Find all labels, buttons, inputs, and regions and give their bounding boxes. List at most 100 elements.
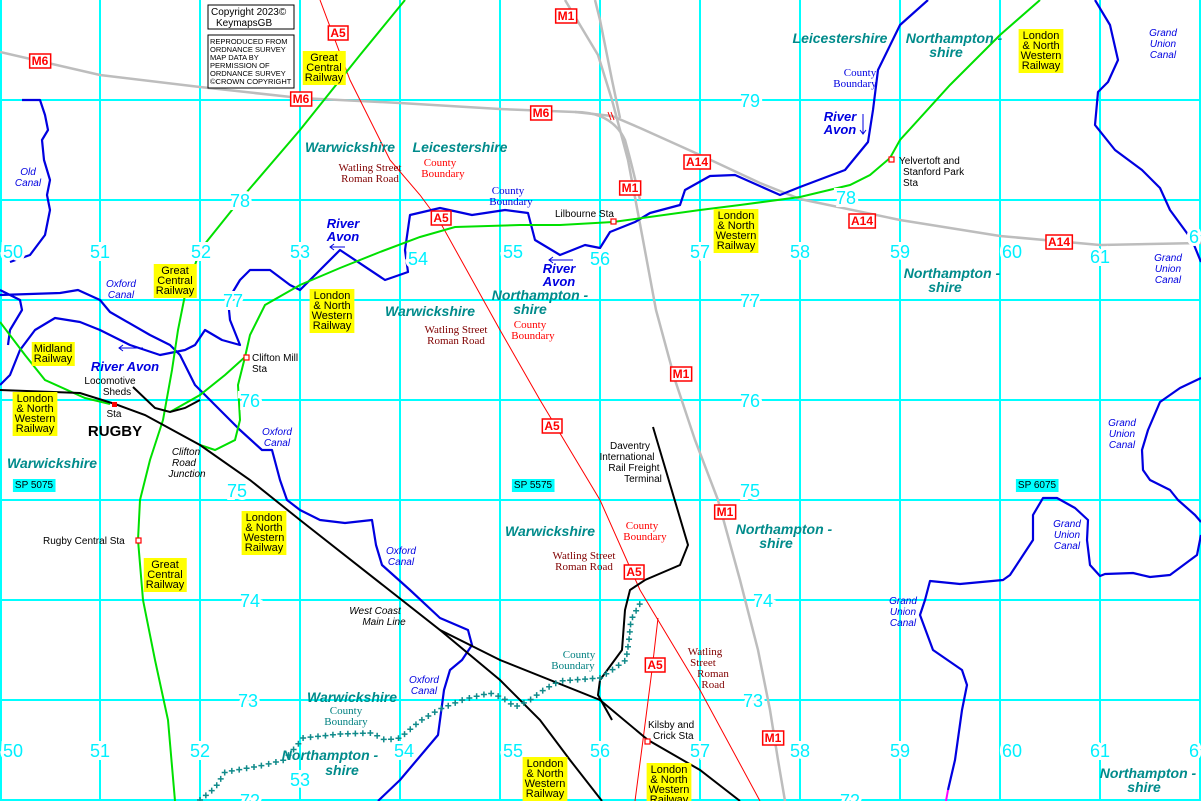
kilsby-station-marker[interactable] xyxy=(644,738,651,745)
boundary-cross-mark xyxy=(221,769,228,776)
boundary-cross-mark xyxy=(621,657,628,664)
road-number: A14 xyxy=(686,155,708,169)
rugby-central-station-marker[interactable] xyxy=(135,537,142,544)
boundary-cross-mark xyxy=(290,746,297,753)
rugby-station-marker[interactable] xyxy=(112,402,117,407)
boundary-cross-mark xyxy=(597,674,604,681)
label-line: Railway xyxy=(313,320,352,332)
rugby-central-station-label: Rugby Central Sta xyxy=(43,536,125,547)
a14-road-shield[interactable]: A14 xyxy=(1045,234,1074,250)
boundary-cross-mark xyxy=(251,764,257,771)
label-line: London xyxy=(17,393,54,405)
boundary-cross-mark xyxy=(337,730,344,737)
boundary-cross-mark xyxy=(533,692,540,699)
easting-label: 55 xyxy=(503,242,523,262)
copyright-line: Copyright 2023© xyxy=(211,7,287,18)
canal-label: Canal xyxy=(264,438,291,449)
grid-square-text: SP 5075 xyxy=(15,480,54,491)
northing-label: 72 xyxy=(840,791,860,801)
m6-road-shield[interactable]: M6 xyxy=(289,91,313,107)
boundary-cross-mark xyxy=(236,766,243,773)
a14-road-shield[interactable]: A14 xyxy=(683,154,712,170)
county-name: Warwickshire xyxy=(307,689,397,705)
a5-road-shield[interactable]: A5 xyxy=(430,210,452,226)
county-name: shire xyxy=(513,301,547,317)
m1-road-shield[interactable]: M1 xyxy=(713,504,737,520)
rugby-town-label[interactable]: RUGBY xyxy=(88,423,142,440)
label-line: Railway xyxy=(16,423,55,435)
county-boundary-labels: County Boundary County Boundary County B… xyxy=(324,67,877,728)
easting-label: 58 xyxy=(790,242,810,262)
grand-union-canal-north xyxy=(1093,0,1201,263)
boundary-cross-mark xyxy=(374,732,381,739)
boundary-cross-mark xyxy=(615,662,622,669)
road-number: M6 xyxy=(32,54,49,68)
boundary-label: County xyxy=(844,67,877,79)
boundary-cross-mark xyxy=(626,628,633,635)
label-line: Western xyxy=(312,310,353,322)
roman-road-label: Street xyxy=(690,657,716,669)
easting-label: 52 xyxy=(191,242,211,262)
label-line: & North xyxy=(1022,40,1059,52)
easting-label: 54 xyxy=(394,741,414,761)
m6-road-shield[interactable]: M6 xyxy=(529,105,553,121)
copyright-line: KeymapsGB xyxy=(216,18,272,29)
river-label: Avon xyxy=(542,274,576,289)
a5-road-shield[interactable]: A5 xyxy=(327,25,349,41)
a5-road-shield[interactable]: A5 xyxy=(623,564,645,580)
os-notice-line: ©CROWN COPYRIGHT xyxy=(210,77,292,86)
m1-road-shield[interactable]: M1 xyxy=(761,730,785,746)
easting-label: 60 xyxy=(1002,242,1022,262)
road-number: M6 xyxy=(293,92,310,106)
boundary-cross-mark xyxy=(352,730,359,737)
grand-union-canal-south xyxy=(918,496,1201,791)
county-name: Northampton - xyxy=(492,287,589,303)
clifton-mill-station-marker[interactable] xyxy=(243,354,250,361)
county-name: shire xyxy=(325,762,359,778)
label-line: London xyxy=(527,758,564,770)
river-avon-west xyxy=(0,0,929,386)
easting-label: 51 xyxy=(90,242,110,262)
a14-road-shield[interactable]: A14 xyxy=(848,213,877,229)
boundary-cross-mark xyxy=(431,709,438,716)
label-line: London xyxy=(651,764,688,776)
m1-road-shield[interactable]: M1 xyxy=(554,8,578,24)
boundary-cross-mark xyxy=(501,696,508,703)
county-name: shire xyxy=(1127,779,1161,795)
northing-label: 72 xyxy=(240,791,260,801)
roman-road-label: Watling Street xyxy=(425,324,488,336)
boundary-cross-mark xyxy=(609,666,616,673)
boundary-label: Boundary xyxy=(551,660,595,672)
yelvertoft-station-marker[interactable] xyxy=(888,156,895,163)
a5-road-shield[interactable]: A5 xyxy=(644,657,666,673)
boundary-label: County xyxy=(626,520,659,532)
clifton-mill-station-label: Clifton Mill xyxy=(252,353,298,364)
m6-junction-marker xyxy=(607,111,615,121)
canal-label: Canal xyxy=(1054,541,1081,552)
river-label: Avon xyxy=(823,122,857,137)
boundary-cross-mark xyxy=(243,765,250,772)
a5-road-shield[interactable]: A5 xyxy=(541,418,563,434)
lnwr-rugby-peterborough xyxy=(199,0,1041,452)
county-name: Leicestershire xyxy=(793,30,888,46)
canal-label: Canal xyxy=(15,178,42,189)
os-notice-box: REPRODUCED FROM ORDNANCE SURVEY MAP DATA… xyxy=(207,34,295,89)
boundary-cross-mark xyxy=(425,713,432,720)
county-name: Northampton - xyxy=(904,265,1001,281)
label-line: Railway xyxy=(245,542,284,554)
m6-road-shield[interactable]: M6 xyxy=(28,53,52,69)
m1-road-shield[interactable]: M1 xyxy=(669,366,693,382)
northing-label: 79 xyxy=(740,91,760,111)
m1-road-shield[interactable]: M1 xyxy=(618,180,642,196)
river-label: River xyxy=(543,261,576,276)
roman-road-label: Roman Road xyxy=(427,335,485,347)
roman-road-label: Watling xyxy=(688,646,723,658)
label-line: & North xyxy=(526,768,563,780)
lilbourne-station-marker[interactable] xyxy=(610,218,617,225)
roman-road-label: Watling Street xyxy=(339,162,402,174)
northing-label: 78 xyxy=(230,191,250,211)
kilsby-station-label: Crick Sta xyxy=(653,731,694,742)
county-boundary-markers xyxy=(197,601,643,801)
